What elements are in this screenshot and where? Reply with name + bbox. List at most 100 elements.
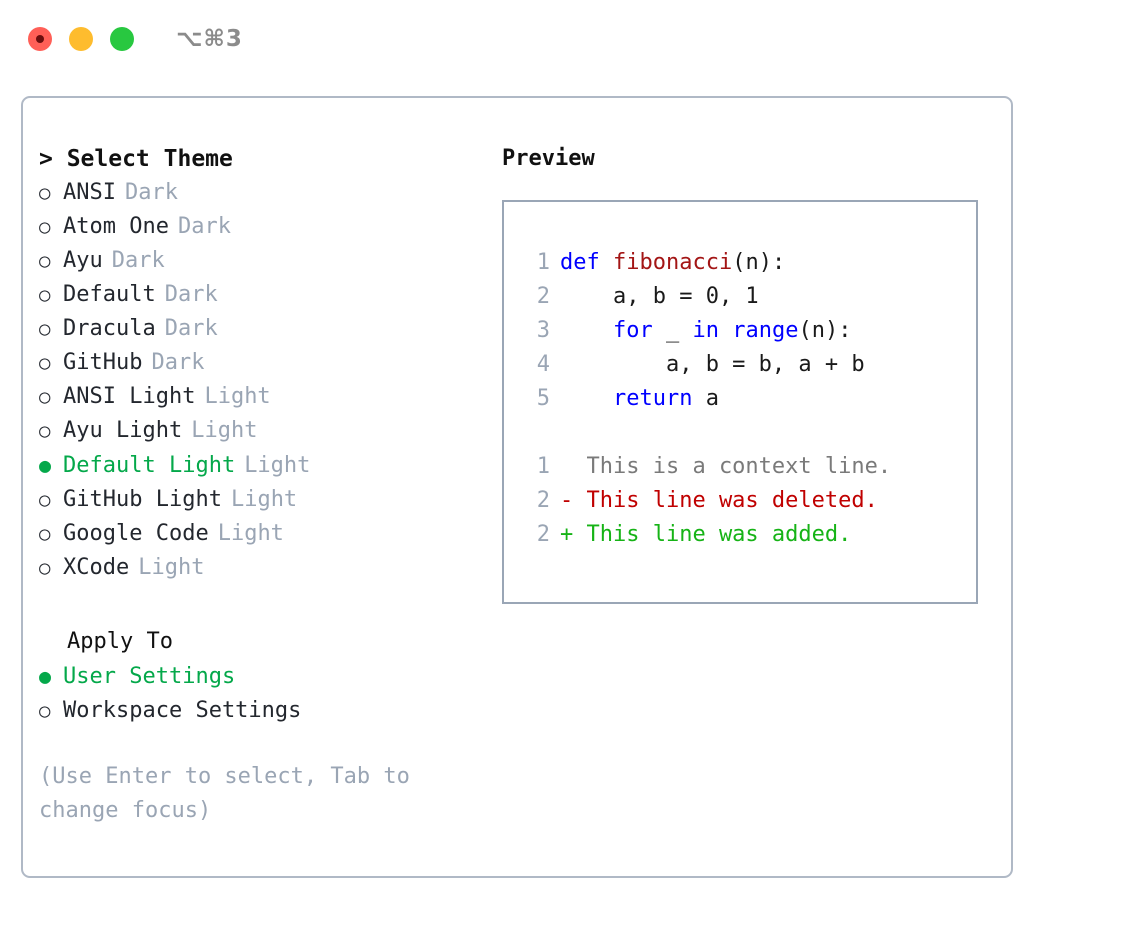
code-token: a, b = 0, 1 [560, 284, 759, 309]
diff-sample: 1 This is a context line. 2 - This line wa… [504, 450, 976, 552]
theme-list-item[interactable]: ● Default Light Light [39, 448, 499, 483]
theme-variant-tag: Light [230, 487, 298, 512]
code-token: def [560, 250, 613, 275]
radio-unselected-icon: ○ [39, 489, 51, 511]
close-button-icon[interactable] [28, 27, 52, 51]
theme-variant-tag: Dark [164, 282, 218, 307]
radio-selected-icon: ● [39, 664, 52, 688]
theme-list-item[interactable]: ○ XCode Light [39, 551, 499, 585]
theme-variant-tag: Light [191, 418, 258, 443]
theme-list-item[interactable]: ○ Default Dark [39, 278, 499, 312]
code-token: (n): [732, 250, 786, 275]
theme-variant-tag: Dark [124, 180, 178, 205]
select-theme-header: > Select Theme [39, 146, 233, 172]
theme-name-label: Atom One [63, 214, 169, 239]
radio-unselected-icon: ○ [39, 284, 51, 306]
code-line: 5 return a [504, 382, 976, 416]
title-bar: ⌥⌘3 [0, 0, 1140, 78]
diff-text: This is a context line. [560, 454, 892, 479]
keyboard-hint-text: (Use Enter to select, Tab to change focu… [39, 764, 424, 823]
code-token: a, b = b, a + b [560, 352, 865, 377]
code-token: for [612, 318, 653, 343]
minimize-button-icon[interactable] [69, 27, 93, 51]
apply-to-option[interactable]: ● User Settings [39, 659, 499, 694]
theme-name-label: Google Code [63, 521, 209, 546]
theme-name-label: Dracula [63, 316, 156, 341]
theme-name-label: ANSI Light [63, 384, 196, 409]
radio-unselected-icon: ○ [39, 386, 51, 408]
apply-to-label: User Settings [63, 664, 236, 689]
radio-unselected-icon: ○ [39, 182, 51, 204]
theme-name-label: Ayu Light [63, 418, 183, 443]
line-number: 5 [536, 386, 550, 411]
code-token: fibonacci [612, 250, 733, 275]
code-token [560, 318, 613, 343]
theme-name-label: GitHub Light [63, 487, 222, 512]
line-number: 3 [536, 318, 550, 343]
theme-name-label: Default [63, 282, 156, 307]
code-line: 2 a, b = 0, 1 [504, 280, 976, 314]
radio-unselected-icon: ○ [39, 420, 51, 442]
theme-name-label: Ayu [63, 248, 103, 273]
code-line: 4 a, b = b, a + b [504, 348, 976, 382]
code-text: a, b = 0, 1 [560, 280, 759, 314]
theme-variant-tag: Light [217, 521, 284, 546]
theme-variant-tag: Light [244, 453, 311, 478]
line-number: 1 [536, 454, 550, 479]
theme-name-label: Default Light [63, 453, 236, 478]
traffic-lights [28, 27, 134, 51]
theme-name-label: XCode [63, 555, 130, 580]
line-number: 4 [536, 352, 550, 377]
line-number: 2 [536, 488, 550, 513]
theme-list-item[interactable]: ○ Ayu Light Light [39, 414, 499, 448]
spacer [504, 416, 976, 450]
preview-title: Preview [502, 146, 595, 171]
radio-unselected-icon: ○ [39, 557, 51, 579]
code-text: def fibonacci(n): [560, 246, 785, 280]
theme-variant-tag: Dark [177, 214, 231, 239]
apply-to-label: Workspace Settings [63, 698, 302, 723]
line-number: 1 [536, 250, 550, 275]
spacer [39, 585, 499, 625]
apply-to-header: Apply To [67, 629, 173, 654]
code-token: a [692, 386, 719, 411]
code-text: for _ in range(n): [560, 314, 851, 348]
radio-unselected-icon: ○ [39, 523, 51, 545]
theme-name-label: ANSI [63, 180, 116, 205]
theme-variant-tag: Dark [151, 350, 205, 375]
radio-unselected-icon: ○ [39, 318, 51, 340]
diff-line: 2 - This line was deleted. [504, 484, 976, 518]
apply-to-option[interactable]: ○ Workspace Settings [39, 694, 499, 728]
line-number: 2 [536, 522, 550, 547]
theme-variant-tag: Light [138, 555, 205, 580]
diff-text: - This line was deleted. [560, 488, 878, 513]
keyboard-shortcut-label: ⌥⌘3 [176, 26, 243, 52]
apply-to-list: ● User Settings ○ Workspace Settings [39, 659, 499, 728]
code-token [560, 386, 613, 411]
diff-line: 2 + This line was added. [504, 518, 976, 552]
code-token: in [692, 318, 733, 343]
code-text: a, b = b, a + b [560, 348, 865, 382]
radio-unselected-icon: ○ [39, 700, 51, 722]
theme-list-item[interactable]: ○ ANSI Dark [39, 176, 499, 210]
maximize-button-icon[interactable] [110, 27, 134, 51]
radio-selected-icon: ● [39, 453, 52, 477]
code-token: _ [652, 318, 693, 343]
theme-variant-tag: Dark [111, 248, 165, 273]
theme-list-item[interactable]: ○ Google Code Light [39, 517, 499, 551]
diff-text: + This line was added. [560, 522, 852, 547]
line-number: 2 [536, 284, 550, 309]
radio-unselected-icon: ○ [39, 352, 51, 374]
theme-list-item[interactable]: ○ GitHub Light Light [39, 483, 499, 517]
